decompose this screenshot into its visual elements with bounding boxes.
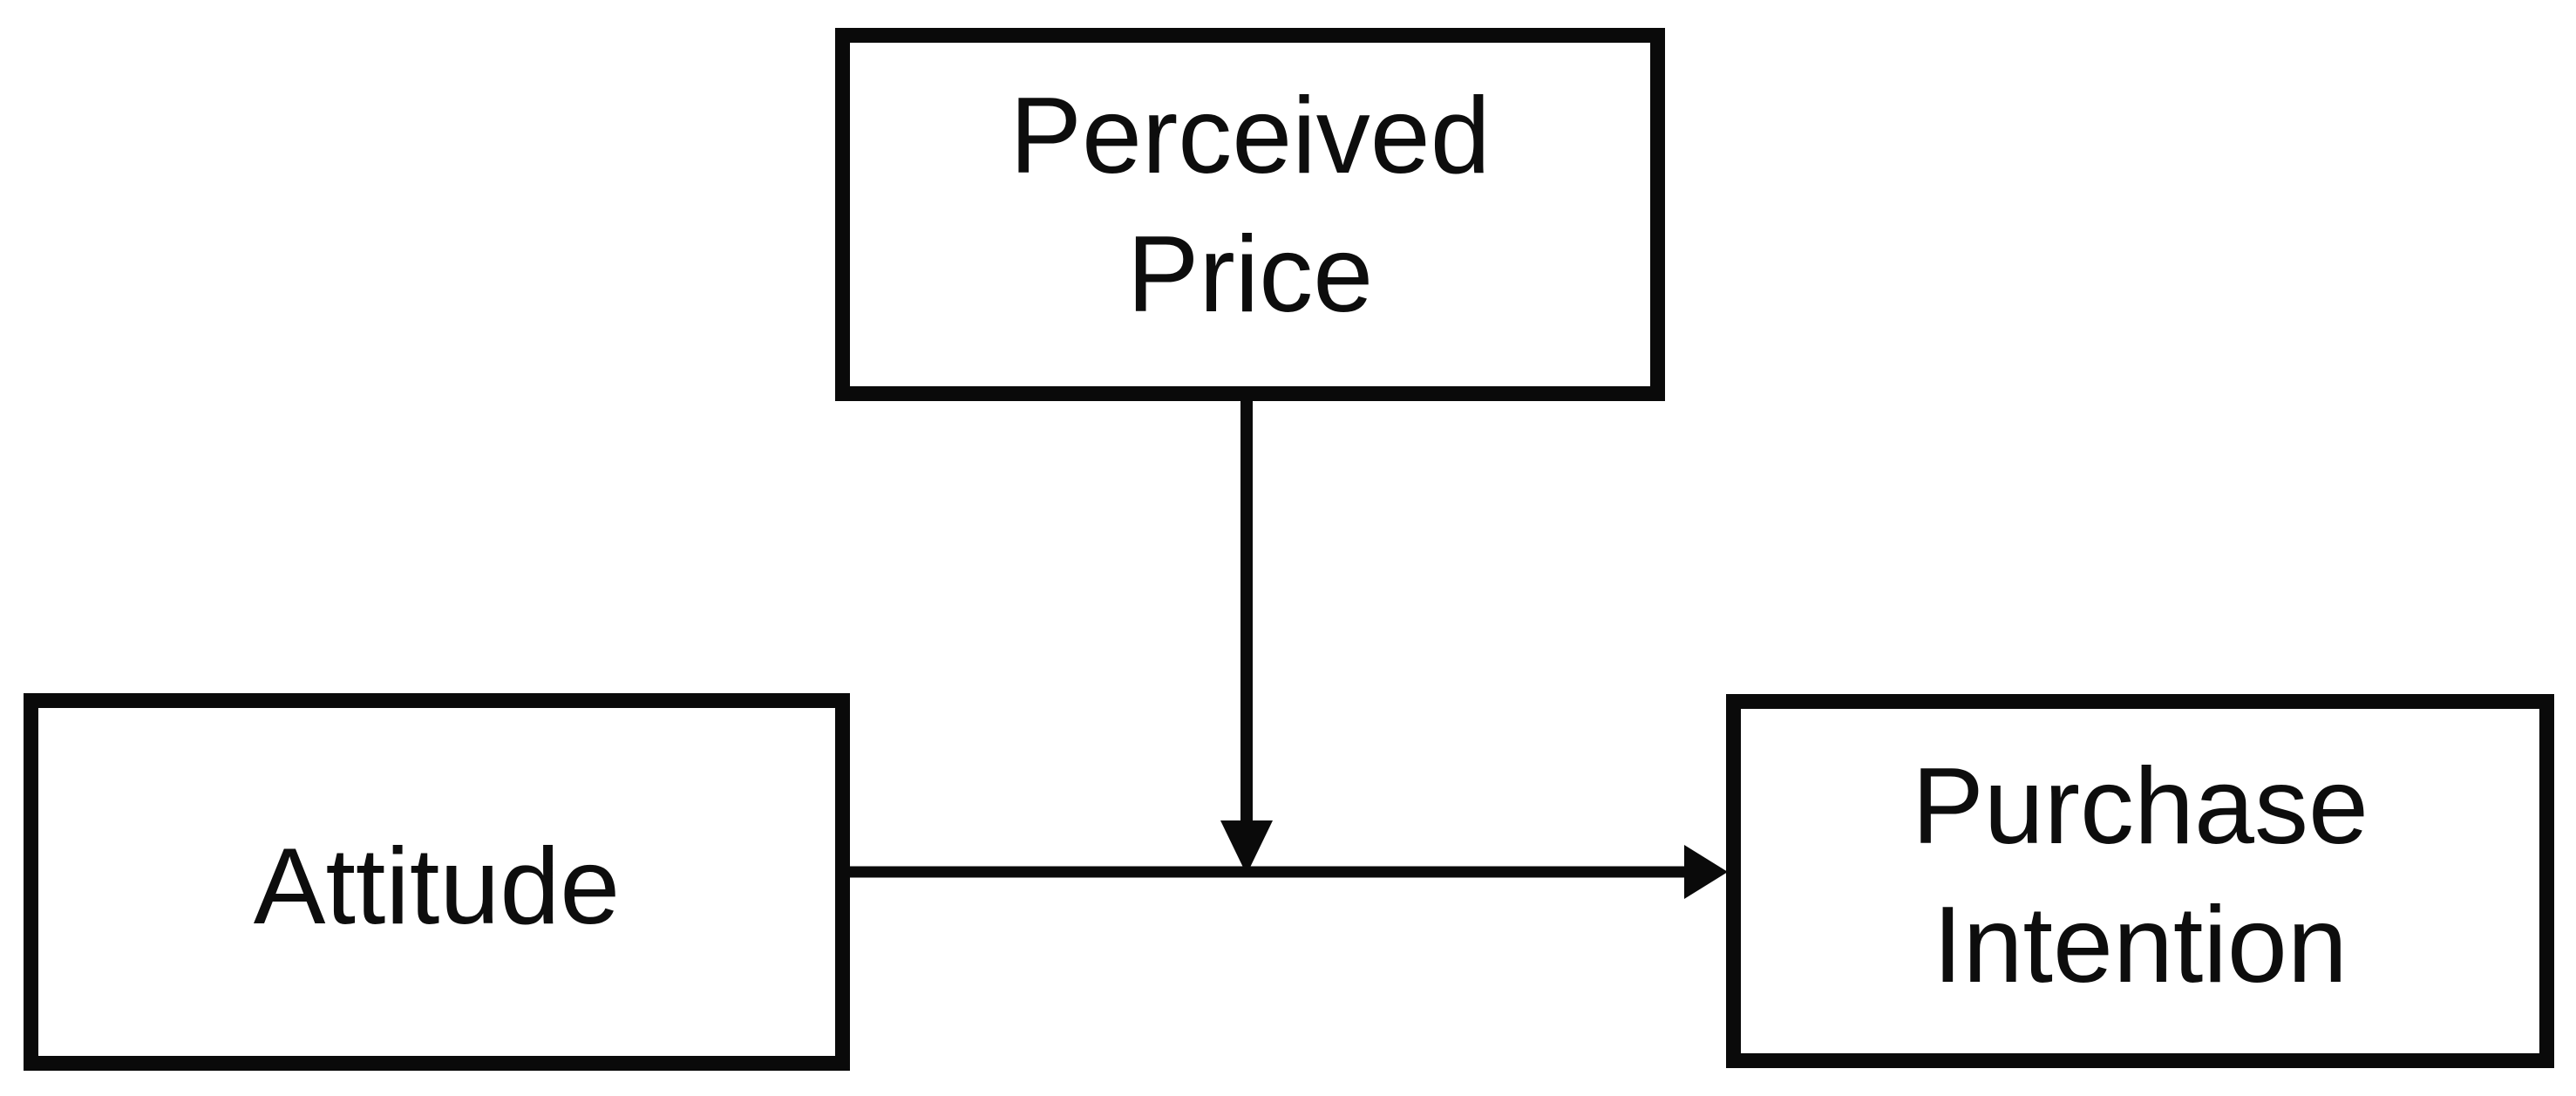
node-attitude[interactable]: Attitude	[24, 693, 850, 1071]
node-perceived-price[interactable]: Perceived Price	[835, 28, 1665, 401]
edge-attitude-to-purchase-intention	[837, 845, 1728, 899]
arrowhead-right-icon	[1684, 845, 1728, 899]
node-attitude-label: Attitude	[253, 827, 621, 948]
node-perceived-price-label: Perceived Price	[1009, 76, 1491, 335]
node-purchase-intention-label: Purchase Intention	[1912, 745, 2369, 1005]
edge-perceived-price-to-path	[1220, 397, 1273, 875]
arrowhead-down-icon	[1220, 820, 1273, 875]
node-purchase-intention[interactable]: Purchase Intention	[1726, 694, 2554, 1068]
